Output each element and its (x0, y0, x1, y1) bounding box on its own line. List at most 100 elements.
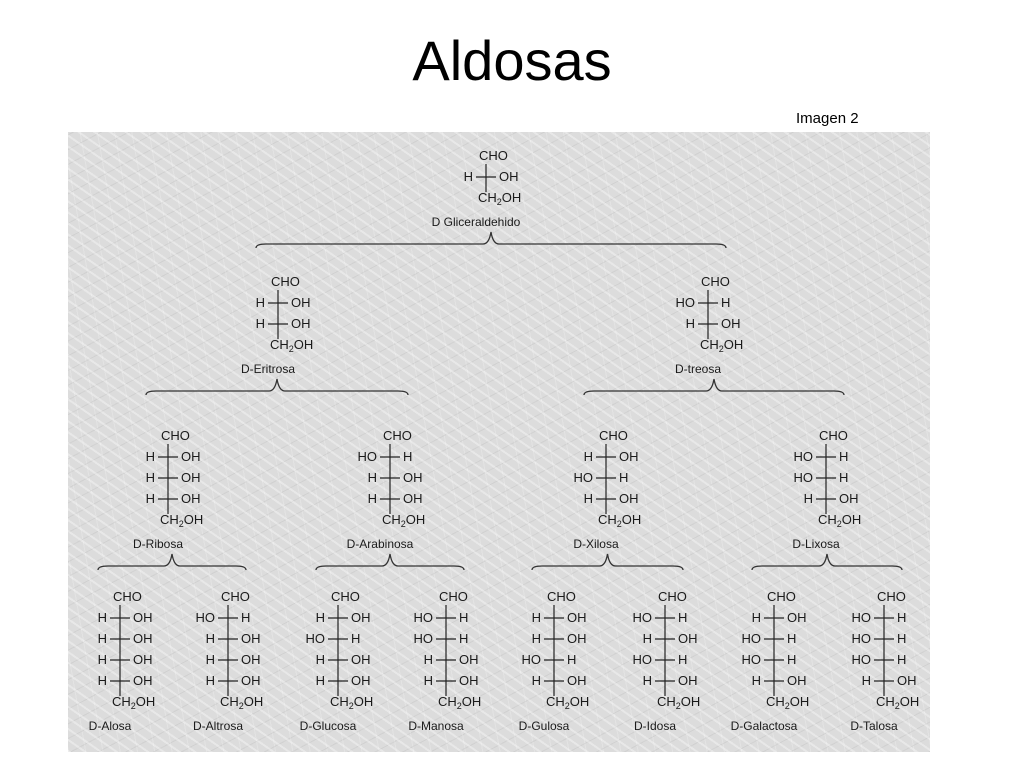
right-substituent: OH (133, 673, 153, 688)
sugar-name: D-Eritrosa (241, 362, 295, 376)
sugar-name: D-Altrosa (193, 719, 243, 733)
left-substituent: H (206, 631, 215, 646)
sugar-name: D-Lixosa (792, 537, 840, 551)
left-substituent: H (532, 673, 541, 688)
ch2oh-group: CH2OH (766, 694, 809, 711)
right-substituent: OH (897, 673, 917, 688)
left-substituent: H (532, 631, 541, 646)
left-substituent: H (368, 470, 377, 485)
cho-group: CHO (547, 589, 576, 604)
sugar-name: D-Xilosa (573, 537, 619, 551)
right-substituent: OH (351, 610, 371, 625)
sugar-name: D-Alosa (89, 719, 132, 733)
right-substituent: OH (351, 652, 371, 667)
left-substituent: H (98, 652, 107, 667)
sugar-name: D-Manosa (408, 719, 464, 733)
left-substituent: H (146, 470, 155, 485)
right-substituent: OH (567, 673, 587, 688)
cho-group: CHO (658, 589, 687, 604)
sugar-name: D-Arabinosa (347, 537, 414, 551)
left-substituent: HO (852, 631, 872, 646)
cho-group: CHO (383, 428, 412, 443)
cho-group: CHO (221, 589, 250, 604)
right-substituent: OH (787, 673, 807, 688)
left-substituent: HO (852, 652, 872, 667)
left-substituent: HO (574, 470, 594, 485)
right-substituent: OH (567, 631, 587, 646)
left-substituent: HO (633, 652, 653, 667)
ch2oh-group: CH2OH (382, 512, 425, 529)
cho-group: CHO (479, 148, 508, 163)
right-substituent: OH (133, 610, 153, 625)
sugar-name: D-Glucosa (300, 719, 357, 733)
left-substituent: H (98, 610, 107, 625)
sugar-name: D Gliceraldehido (432, 215, 521, 229)
right-substituent: OH (787, 610, 807, 625)
right-substituent: H (678, 610, 687, 625)
cho-group: CHO (113, 589, 142, 604)
right-substituent: OH (499, 169, 519, 184)
right-substituent: H (839, 470, 848, 485)
left-substituent: HO (633, 610, 653, 625)
ch2oh-group: CH2OH (270, 337, 313, 354)
left-substituent: H (316, 652, 325, 667)
left-substituent: H (584, 449, 593, 464)
cho-group: CHO (767, 589, 796, 604)
connector-brace (97, 553, 247, 571)
connector-brace (145, 378, 409, 396)
right-substituent: H (839, 449, 848, 464)
left-substituent: H (316, 673, 325, 688)
left-substituent: H (643, 631, 652, 646)
left-substituent: HO (852, 610, 872, 625)
sugar-name: D-Ribosa (133, 537, 183, 551)
image-caption: Imagen 2 (796, 110, 859, 127)
left-substituent: HO (522, 652, 542, 667)
connector-brace (583, 378, 845, 396)
left-substituent: H (256, 316, 265, 331)
connector-brace (315, 553, 465, 571)
left-substituent: HO (742, 631, 762, 646)
ch2oh-group: CH2OH (438, 694, 481, 711)
ch2oh-group: CH2OH (657, 694, 700, 711)
left-substituent: H (424, 673, 433, 688)
left-substituent: HO (794, 470, 814, 485)
right-substituent: H (567, 652, 576, 667)
right-substituent: H (787, 631, 796, 646)
right-substituent: OH (291, 316, 311, 331)
sugar-name: D-Idosa (634, 719, 676, 733)
cho-group: CHO (271, 274, 300, 289)
right-substituent: OH (181, 470, 201, 485)
cho-group: CHO (701, 274, 730, 289)
right-substituent: OH (181, 449, 201, 464)
right-substituent: OH (619, 449, 639, 464)
ch2oh-group: CH2OH (112, 694, 155, 711)
right-substituent: OH (721, 316, 741, 331)
right-substituent: H (241, 610, 250, 625)
cho-group: CHO (439, 589, 468, 604)
left-substituent: HO (794, 449, 814, 464)
left-substituent: H (256, 295, 265, 310)
connector-brace (751, 553, 903, 571)
right-substituent: OH (459, 652, 479, 667)
cho-group: CHO (161, 428, 190, 443)
right-substituent: OH (181, 491, 201, 506)
right-substituent: H (678, 652, 687, 667)
right-substituent: H (351, 631, 360, 646)
right-substituent: H (619, 470, 628, 485)
ch2oh-group: CH2OH (478, 190, 521, 207)
left-substituent: H (206, 652, 215, 667)
right-substituent: OH (403, 491, 423, 506)
cho-group: CHO (599, 428, 628, 443)
right-substituent: H (721, 295, 730, 310)
cho-group: CHO (331, 589, 360, 604)
ch2oh-group: CH2OH (160, 512, 203, 529)
left-substituent: HO (414, 631, 434, 646)
right-substituent: OH (678, 631, 698, 646)
right-substituent: OH (133, 631, 153, 646)
left-substituent: H (752, 610, 761, 625)
left-substituent: HO (196, 610, 216, 625)
left-substituent: HO (306, 631, 326, 646)
left-substituent: H (804, 491, 813, 506)
ch2oh-group: CH2OH (330, 694, 373, 711)
left-substituent: H (584, 491, 593, 506)
